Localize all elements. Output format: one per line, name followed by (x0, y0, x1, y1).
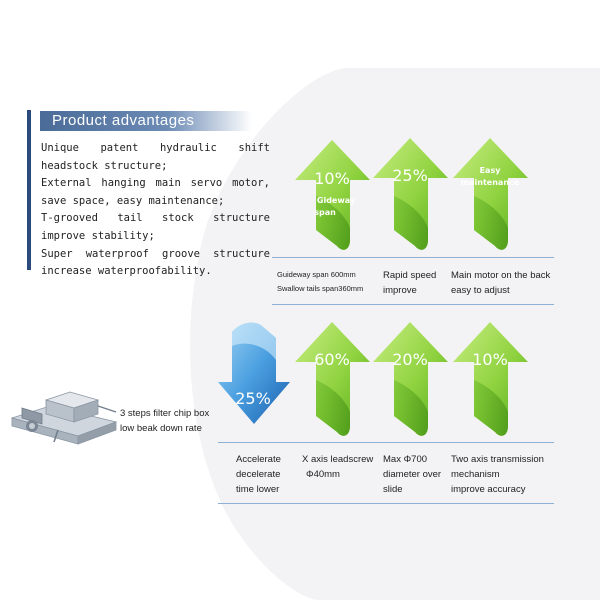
desc-line: Swallow tails span360mm (277, 284, 364, 293)
arrow-value: 25% (392, 166, 428, 185)
desc-line: slide (383, 484, 403, 495)
divider-line (272, 257, 554, 258)
up-arrow-icon: 20% (373, 322, 448, 436)
advantage-item: Unique patent hydraulic shift headstock … (41, 142, 270, 172)
up-arrow-icon: 25% (373, 138, 448, 250)
up-arrow-icon: Easy maintenance (453, 138, 528, 250)
up-arrow-icon: 10% (453, 322, 528, 436)
advantage-item: External hanging main servo motor, save … (41, 177, 270, 207)
desc-line: Rapid speed (383, 270, 437, 281)
desc-line: improve accuracy (451, 484, 526, 495)
divider-line (218, 503, 554, 504)
desc-line: diameter over (383, 469, 442, 480)
arrow-value: 60% (314, 350, 350, 369)
arrow-value: 25% (235, 389, 271, 408)
arrow-sub-label: maintenance (461, 178, 520, 187)
arrow-sub-label: span (314, 208, 336, 217)
desc-line: Accelerate (236, 454, 281, 465)
product-advantages-header: Product advantages (40, 111, 252, 131)
desc-line: Φ40mm (306, 469, 340, 480)
chip-box-description: 3 steps filter chip box low beak down ra… (120, 406, 209, 436)
x-axis-leadscrew-description: X axis leadscrew Φ40mm (302, 452, 373, 482)
chip-box-machine-icon (10, 391, 118, 445)
desc-line: Main motor on the back (451, 270, 551, 281)
accent-bar (27, 110, 31, 270)
transmission-description: Two axis transmission mechanism improve … (451, 452, 544, 497)
guideway-description: Guideway span 600mm Swallow tails span36… (277, 268, 363, 296)
desc-line: 3 steps filter chip box (120, 408, 210, 419)
advantages-list: Unique patent hydraulic shift headstock … (41, 140, 270, 281)
advantage-item: T-grooved tail stock structure improve s… (41, 212, 270, 242)
up-arrow-icon: 10% Gideway span (295, 140, 370, 250)
arrow-value: 10% (314, 169, 350, 188)
down-arrow-icon: 25% (218, 322, 290, 424)
advantage-item: Super waterproof groove structure increa… (41, 247, 270, 278)
desc-line: easy to adjust (451, 285, 510, 296)
desc-line: decelerate (236, 469, 281, 480)
up-arrow-icon: 60% (295, 322, 370, 436)
arrow-sub-label: Easy (480, 166, 502, 175)
divider-line (272, 304, 554, 305)
desc-line: time lower (236, 484, 280, 495)
desc-line: low beak down rate (120, 423, 202, 434)
arrow-value: 20% (392, 350, 428, 369)
rapid-speed-description: Rapid speed improve (383, 268, 436, 298)
desc-line: X axis leadscrew (302, 454, 374, 465)
desc-line: Two axis transmission (451, 454, 544, 465)
desc-line: Guideway span 600mm (277, 270, 356, 279)
desc-line: improve (383, 285, 417, 296)
max-diameter-description: Max Φ700 diameter over slide (383, 452, 441, 497)
accelerate-description: Accelerate decelerate time lower (236, 452, 281, 497)
arrow-sub-label: Gideway (317, 196, 356, 205)
divider-line (218, 442, 554, 443)
main-motor-description: Main motor on the back easy to adjust (451, 268, 550, 298)
desc-line: Max Φ700 (383, 454, 428, 465)
desc-line: mechanism (451, 469, 500, 480)
arrow-value: 10% (472, 350, 508, 369)
